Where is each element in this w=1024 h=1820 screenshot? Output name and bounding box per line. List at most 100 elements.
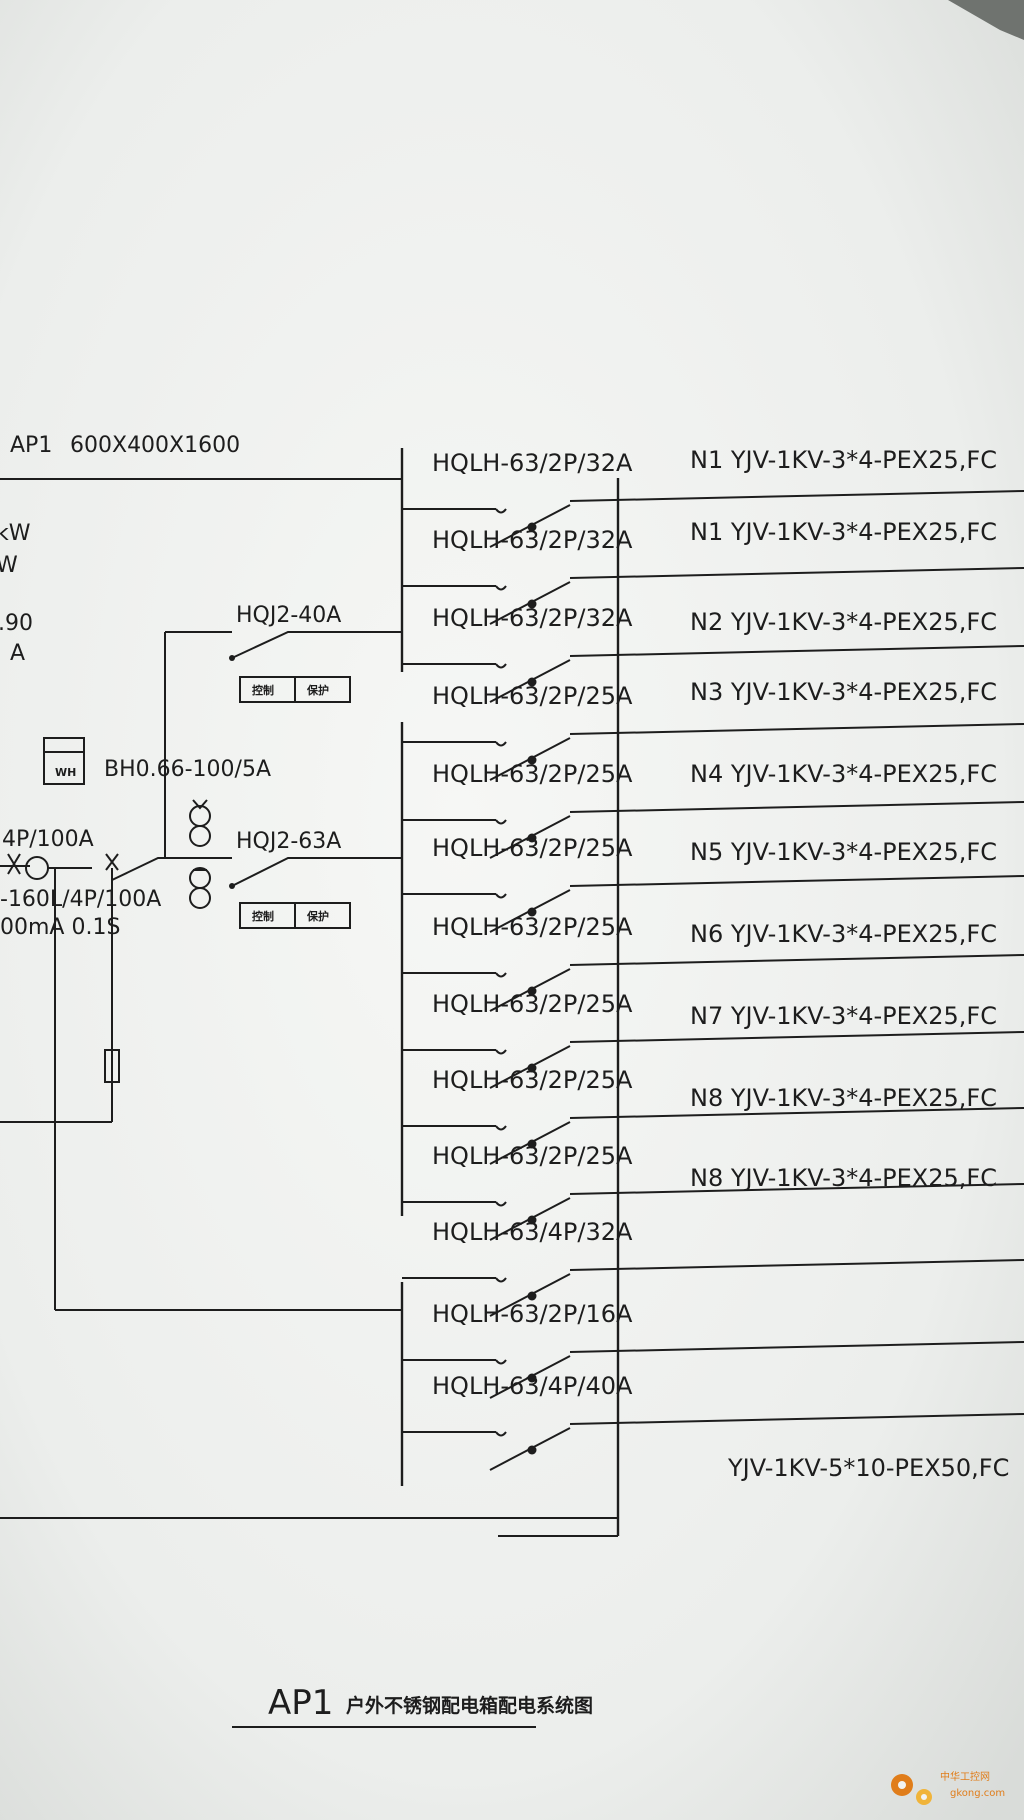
breaker-hook: [495, 972, 507, 978]
contactor-aux-label: 保护: [306, 909, 329, 923]
breaker-hook: [495, 1125, 507, 1131]
breaker-trip-dot: [527, 522, 537, 532]
branch-breaker-label: HQLH-63/2P/25A: [432, 682, 633, 710]
contactor-bus: [164, 632, 232, 859]
main-breaker-switch: [111, 857, 165, 881]
breaker-trip-dot: [527, 1291, 537, 1301]
kwh-meter-icon: [43, 737, 85, 785]
breaker-hook: [495, 893, 507, 899]
branch-row: HQLH-63/2P/25A N8 YJV-1KV-3*4-PEX25,FC: [402, 1066, 1024, 1165]
branch-circuit-label: N6 YJV-1KV-3*4-PEX25,FC: [690, 920, 997, 948]
breaker-trip-dot: [527, 1215, 537, 1225]
breaker-hook: [495, 741, 507, 747]
branch-row: HQLH-63/2P/25A N6 YJV-1KV-3*4-PEX25,FC: [402, 913, 1024, 1012]
gear-icon: [921, 1794, 927, 1800]
contactor-aux-label: 控制: [252, 683, 274, 697]
contactor-label: HQJ2-63A: [236, 829, 341, 854]
breaker-hook: [495, 663, 507, 669]
branch-circuit-label: YJV-1KV-5*10-PEX50,FC: [727, 1454, 1009, 1482]
branch-row: HQLH-63/2P/32A N1 YJV-1KV-3*4-PEX25,FC: [402, 518, 1024, 625]
left-feed-wire: [7, 853, 21, 875]
breaker-hook: [495, 508, 507, 514]
breaker-trip-dot: [527, 755, 537, 765]
breaker-hook: [495, 1431, 507, 1437]
branch-circuit-label: N1 YJV-1KV-3*4-PEX25,FC: [690, 446, 997, 474]
footer-subtitle: 户外不锈钢配电箱配电系统图: [346, 1694, 593, 1717]
branch-circuit-label: N2 YJV-1KV-3*4-PEX25,FC: [690, 608, 997, 636]
breaker-hook: [495, 1049, 507, 1055]
branch-row: HQLH-63/2P/32A N2 YJV-1KV-3*4-PEX25,FC: [402, 604, 1024, 703]
branch-outgoing-wire: [569, 954, 1024, 966]
contactor-switch: [231, 631, 402, 659]
breaker-hook: [495, 585, 507, 591]
breaker-trip-dot: [527, 1139, 537, 1149]
branch-breaker-label: HQLH-63/2P/25A: [432, 1066, 633, 1094]
branch-outgoing-wire: [569, 645, 1024, 657]
breaker-trip-dot: [527, 1373, 537, 1383]
branch-circuit-label: N1 YJV-1KV-3*4-PEX25,FC: [690, 518, 997, 546]
branch-outgoing-wire: [569, 1183, 1024, 1195]
branch-outgoing-wire: [569, 1341, 1024, 1353]
contactor-contact: [229, 655, 235, 661]
branch-circuit-label: N7 YJV-1KV-3*4-PEX25,FC: [690, 1002, 997, 1030]
breaker-trip-dot: [527, 907, 537, 917]
breaker-trip-dot: [527, 1445, 537, 1455]
breaker-trip-dot: [527, 677, 537, 687]
main-breaker-trip-setting: 00mA 0.1S: [0, 915, 120, 940]
branch-row: HQLH-63/2P/25A N4 YJV-1KV-3*4-PEX25,FC: [402, 760, 1024, 859]
panel-name: AP1: [10, 433, 52, 458]
breaker-hook: [495, 819, 507, 825]
branch-outgoing-wire: [569, 1107, 1024, 1119]
contactor-aux-label: 控制: [252, 909, 274, 923]
current-transformer-icon: [192, 799, 208, 871]
watermark-logo: 中华工控网 gkong.com: [891, 1770, 1005, 1805]
branch-circuit-label: N4 YJV-1KV-3*4-PEX25,FC: [690, 760, 997, 788]
branch-row: HQLH-63/4P/32A: [402, 1218, 1024, 1317]
branch-breaker-label: HQLH-63/2P/32A: [432, 526, 633, 554]
branch-breaker-label: HQLH-63/2P/25A: [432, 990, 633, 1018]
left-cut-label: W: [0, 553, 18, 578]
footer-title: AP1: [268, 1683, 333, 1723]
branch-breaker-label: HQLH-63/2P/25A: [432, 760, 633, 788]
breaker-hook: [495, 1201, 507, 1207]
branch-breaker-label: HQLH-63/2P/25A: [432, 913, 633, 941]
branch-outgoing-wire: [569, 1413, 1024, 1425]
current-transformer-icon: [189, 887, 211, 909]
breaker-trip-dot: [527, 599, 537, 609]
branch-outgoing-wire: [569, 875, 1024, 887]
contactor-contact: [229, 883, 235, 889]
branch-outgoing-wire: [569, 723, 1024, 735]
branch-circuit-label: N8 YJV-1KV-3*4-PEX25,FC: [690, 1084, 997, 1112]
left-feed-wire: [105, 853, 119, 871]
panel-dimensions: 600X400X1600: [70, 433, 240, 458]
branch-row: HQLH-63/2P/25A N3 YJV-1KV-3*4-PEX25,FC: [402, 678, 1024, 781]
current-transformer-icon: [189, 825, 211, 847]
breaker-trip-dot: [527, 1063, 537, 1073]
branch-breaker-label: HQLH-63/2P/32A: [432, 604, 633, 632]
gear-icon: [898, 1781, 906, 1789]
left-cut-label: A: [10, 641, 25, 666]
branch-row: HQLH-63/2P/32A N1 YJV-1KV-3*4-PEX25,FC: [402, 446, 1024, 548]
breaker-trip-dot: [527, 833, 537, 843]
breaker-hook: [495, 1277, 507, 1283]
kwh-meter-icon: WH: [55, 766, 76, 779]
branch-breaker-label: HQLH-63/2P/32A: [432, 449, 633, 477]
breaker-hook: [495, 1359, 507, 1365]
watermark-text: 中华工控网: [940, 1770, 990, 1783]
branch-breaker-label: HQLH-63/4P/32A: [432, 1218, 633, 1246]
branch-row: HQLH-63/2P/16A: [402, 1300, 1024, 1399]
watermark-text: gkong.com: [950, 1788, 1005, 1799]
branch-circuit-label: N8 YJV-1KV-3*4-PEX25,FC: [690, 1164, 997, 1192]
branch-circuit-label: N3 YJV-1KV-3*4-PEX25,FC: [690, 678, 997, 706]
branch-outgoing-wire: [569, 1259, 1024, 1271]
contactor-aux-label: 保护: [306, 683, 329, 697]
branch-breaker-label: HQLH-63/2P/25A: [432, 1142, 633, 1170]
main-breaker-label-top: 4P/100A: [2, 827, 94, 852]
left-cut-label: kW: [0, 521, 31, 546]
contactor-label: HQJ2-40A: [236, 603, 341, 628]
branch-breaker-label: HQLH-63/2P/25A: [432, 834, 633, 862]
